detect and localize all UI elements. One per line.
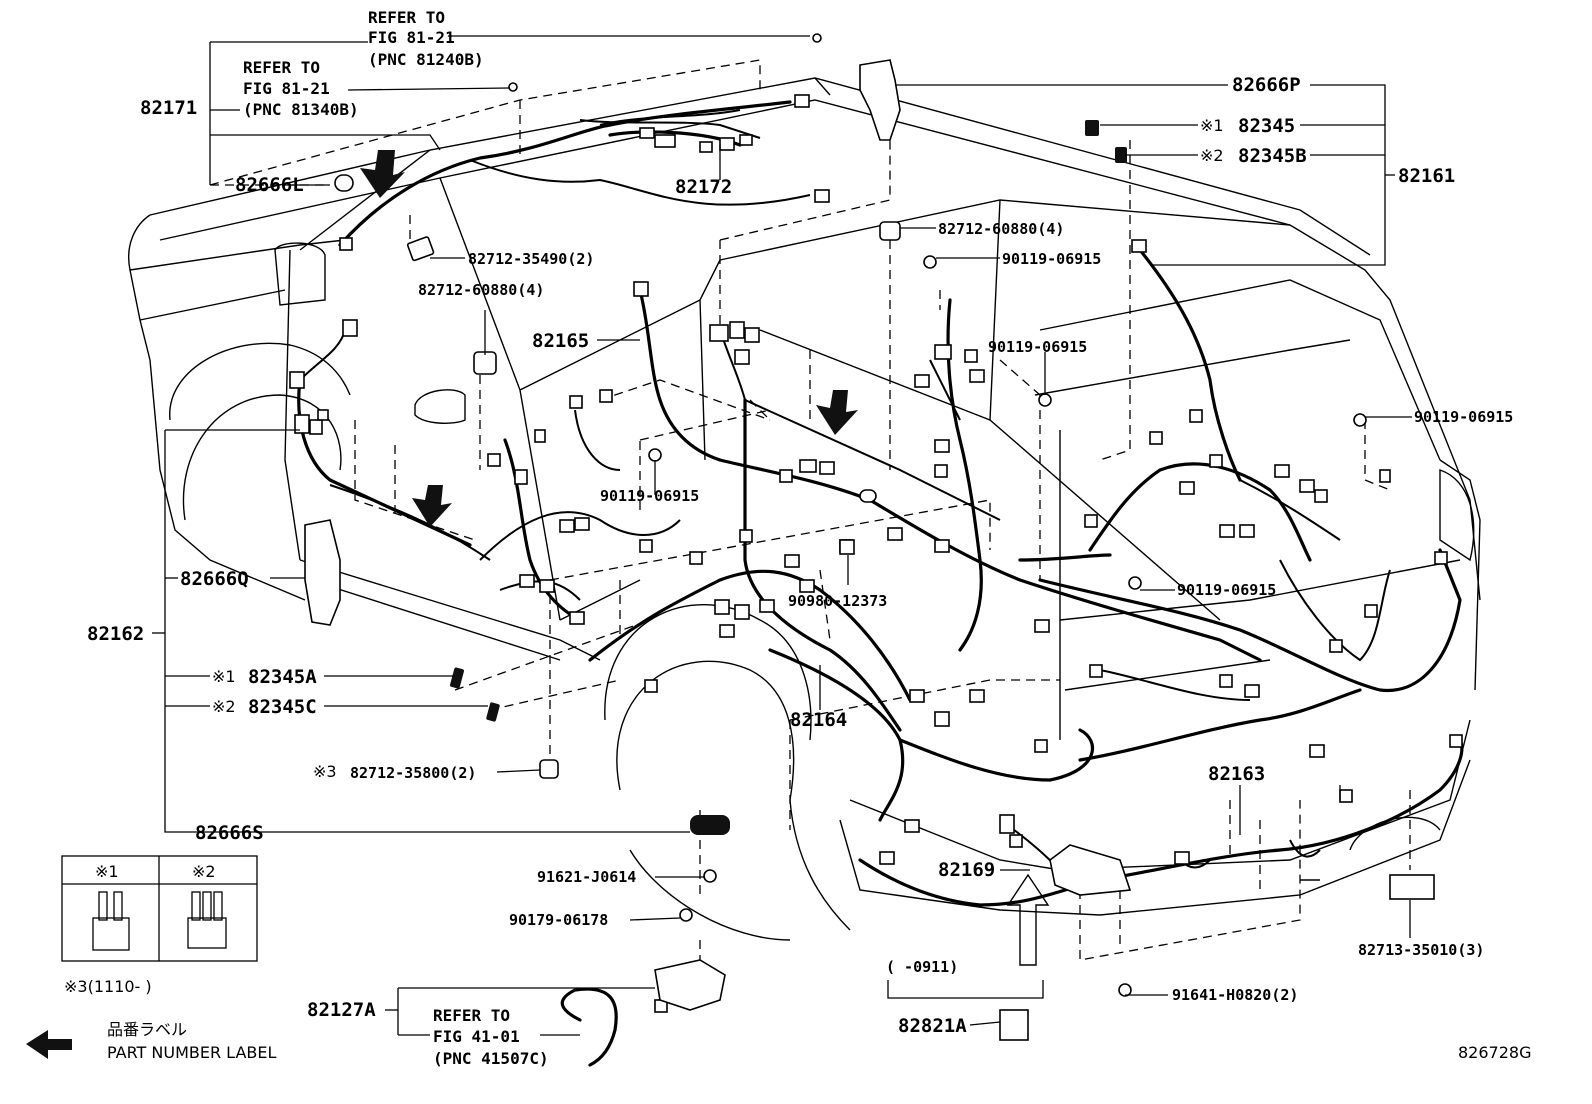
- part-82666P: 82666P: [1232, 74, 1301, 96]
- part-82169: 82169: [938, 859, 995, 881]
- down-arrow-icon: [360, 150, 405, 198]
- legend-mark-1: ※1: [95, 862, 119, 881]
- part-82666S: 82666S: [195, 822, 264, 844]
- part-91621: 91621-J0614: [537, 868, 636, 886]
- up-arrow-icon: [1006, 873, 1050, 966]
- part-90119-r2: 90119-06915: [988, 338, 1087, 356]
- refer-top-line1: REFER TO: [368, 8, 445, 27]
- part-82666L: 82666L: [235, 174, 304, 196]
- refer-bottom-line2: FIG 41-01: [433, 1027, 520, 1046]
- part-82164: 82164: [790, 709, 847, 731]
- refer-second-line2: FIG 81-21: [243, 79, 330, 98]
- legend-note-3: ※3(1110- ): [64, 977, 152, 996]
- part-82712-35800: 82712-35800(2): [350, 764, 476, 782]
- refer-second-line3: (PNC 81340B): [243, 100, 359, 119]
- three-pin-connector-icon: [187, 891, 227, 949]
- part-label-jp: 品番ラベル: [107, 1020, 187, 1039]
- refer-top-line2: FIG 81-21: [368, 28, 455, 47]
- part-90980: 90980-12373: [788, 592, 887, 610]
- part-82172: 82172: [675, 176, 732, 198]
- part-82165: 82165: [532, 330, 589, 352]
- down-arrow-icon: [816, 390, 858, 435]
- range-0911: ( -0911): [886, 958, 958, 976]
- part-82712-60880-left: 82712-60880(4): [418, 281, 544, 299]
- mark-82345C: ※2: [212, 697, 236, 716]
- part-82713: 82713-35010(3): [1358, 941, 1484, 959]
- part-82666Q: 82666Q: [180, 568, 249, 590]
- mark-82345B: ※2: [1200, 146, 1224, 165]
- part-82345A: 82345A: [248, 666, 317, 688]
- part-82127A: 82127A: [307, 999, 376, 1021]
- refer-top-line3: (PNC 81240B): [368, 50, 484, 69]
- part-90119-r1: 90119-06915: [1002, 250, 1101, 268]
- legend-mark-2: ※2: [192, 862, 216, 881]
- part-82712-35490: 82712-35490(2): [468, 250, 594, 268]
- part-90119-r4: 90119-06915: [1177, 581, 1276, 599]
- connector-legend: ※1 ※2 ※3(1110- ): [61, 855, 258, 996]
- part-82345B: 82345B: [1238, 145, 1307, 167]
- direction-arrows: [360, 150, 1050, 966]
- left-arrow-icon: [26, 1030, 72, 1059]
- part-82171: 82171: [140, 97, 197, 119]
- dashed-leader-lines: [209, 59, 1411, 961]
- part-82161: 82161: [1398, 165, 1455, 187]
- mark-82345A: ※1: [212, 667, 236, 686]
- part-82345C: 82345C: [248, 696, 317, 718]
- part-number-label-legend: 品番ラベル PART NUMBER LABEL: [26, 1020, 276, 1062]
- part-91641: 91641-H0820(2): [1172, 986, 1298, 1004]
- part-82162: 82162: [87, 623, 144, 645]
- two-pin-connector-icon: [92, 891, 130, 951]
- part-82821A: 82821A: [898, 1015, 967, 1037]
- part-90119-r3: 90119-06915: [1414, 408, 1513, 426]
- part-label-en: PART NUMBER LABEL: [107, 1043, 276, 1062]
- part-90179: 90179-06178: [509, 911, 608, 929]
- mark-82712-35800: ※3: [313, 762, 337, 781]
- refer-second-line1: REFER TO: [243, 58, 320, 77]
- part-labels: REFER TO FIG 81-21 (PNC 81240B) REFER TO…: [87, 8, 1513, 1068]
- vehicle-body-outline: [128, 77, 1481, 941]
- part-90119-mid: 90119-06915: [600, 487, 699, 505]
- mark-82345: ※1: [1200, 116, 1224, 135]
- part-82712-60880-right: 82712-60880(4): [938, 220, 1064, 238]
- wiring-harnesses: [297, 100, 1464, 1067]
- figure-id: 826728G: [1458, 1043, 1531, 1062]
- refer-bottom-line3: (PNC 41507C): [433, 1049, 549, 1068]
- part-82345: 82345: [1238, 115, 1295, 137]
- part-82163: 82163: [1208, 763, 1265, 785]
- label-leader-lines: [152, 35, 1412, 1036]
- refer-bottom-line1: REFER TO: [433, 1006, 510, 1025]
- down-arrow-icon: [412, 485, 452, 527]
- connectors-and-clips: [289, 33, 1463, 1041]
